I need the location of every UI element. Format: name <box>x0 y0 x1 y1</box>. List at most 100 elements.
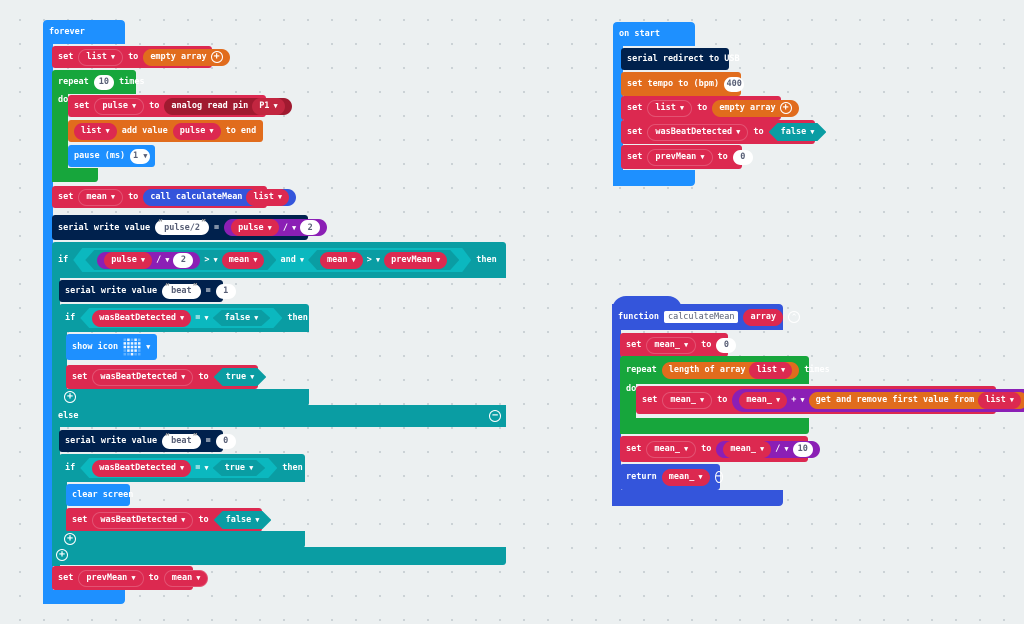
set-prevmean-block[interactable]: set prevMean▼ to mean▼ <box>52 566 209 590</box>
compare-condition-2[interactable]: mean▼ >▼ prevMean▼ <box>308 250 459 270</box>
operator-dropdown[interactable]: / <box>775 444 781 454</box>
set-wasbeatdetected-false-block[interactable]: set wasBeatDetected▼ to false▼ <box>66 508 262 532</box>
serial-write-beat-0-block[interactable]: serial write value beat = 0 <box>59 430 236 452</box>
pulse-variable[interactable]: pulse▼ <box>104 252 152 269</box>
serial-write-block[interactable]: serial write value pulse/2 = pulse▼/▼2 <box>52 215 328 240</box>
array-param[interactable]: array <box>743 308 784 326</box>
list-variable[interactable]: list▼ <box>749 361 793 379</box>
compare-operator[interactable]: > <box>366 255 372 265</box>
name-string-input[interactable]: beat <box>162 282 201 299</box>
mean_-variable[interactable]: mean_▼ <box>661 468 710 486</box>
set-wasbeatdetected-true-block[interactable]: set wasBeatDetected▼ to true▼ <box>66 365 258 389</box>
add-value-block[interactable]: list▼ add value pulse▼ to end <box>68 120 263 142</box>
mean_-dropdown[interactable]: mean_▼ <box>646 440 697 458</box>
set-mean-zero-block[interactable]: set mean_▼ to 0 <box>620 333 737 357</box>
name-string-input[interactable]: beat <box>162 432 201 449</box>
mean_-dropdown[interactable]: mean_▼ <box>662 391 713 409</box>
set-mean-add-block[interactable]: set mean_▼ to mean_▼ +▼ get and remove f… <box>636 386 1024 414</box>
and-condition[interactable]: pulse▼/▼2 >▼ mean▼ and▼ mean▼ >▼ prevMea… <box>73 248 471 272</box>
pause-value-dropdown[interactable]: 1 ▼ <box>130 148 151 164</box>
true-value[interactable]: true▼ <box>214 368 267 386</box>
compare-operator[interactable]: = <box>195 463 201 473</box>
forever-header[interactable] <box>43 20 125 44</box>
number-input[interactable]: 2 <box>173 253 193 268</box>
add-icon[interactable]: + <box>779 102 792 114</box>
list-variable-dropdown[interactable]: list▼ <box>78 48 124 66</box>
number-input[interactable]: 2 <box>300 220 321 235</box>
compare-operator[interactable]: > <box>204 255 210 265</box>
serial-write-beat-block[interactable]: serial write value beat = 1 <box>59 280 236 302</box>
serial-redirect-block[interactable]: serial redirect to USB <box>621 48 740 70</box>
remove-return-icon[interactable]: − <box>714 471 723 483</box>
set-tempo-block[interactable]: set tempo to (bpm) 400 <box>621 72 745 96</box>
repeat-count-input[interactable]: 10 <box>93 74 114 90</box>
and-operator[interactable]: and <box>280 255 296 265</box>
equals-condition[interactable]: wasBeatDetected▼ =▼ false▼ <box>80 308 282 328</box>
add-else-icon[interactable]: + <box>64 533 76 545</box>
add-elseif-icon[interactable]: + <box>56 549 68 561</box>
prevmean-dropdown[interactable]: prevMean▼ <box>78 569 144 587</box>
set-mean-divide-block[interactable]: set mean_▼ to mean_▼/▼10 <box>620 436 820 462</box>
compare-operator[interactable]: = <box>195 313 201 323</box>
pin-dropdown[interactable]: P1▼ <box>252 97 285 115</box>
divide-block[interactable]: pulse▼/▼2 <box>224 219 328 236</box>
prevmean-variable[interactable]: prevMean▼ <box>384 252 447 269</box>
wasbeatdetected-dropdown[interactable]: wasBeatDetected▼ <box>647 123 749 141</box>
compare-condition[interactable]: pulse▼/▼2 >▼ mean▼ <box>85 250 276 270</box>
value-input[interactable]: 0 <box>716 337 737 353</box>
set-wasbeatdetected-block[interactable]: set wasBeatDetected▼ to false▼ <box>621 120 815 144</box>
return-block[interactable]: return mean_▼ − <box>620 464 723 490</box>
true-value[interactable]: true▼ <box>213 460 266 476</box>
equals-condition[interactable]: wasBeatDetected▼ =▼ true▼ <box>80 458 277 478</box>
set-list-block[interactable]: set list▼ to empty array+ <box>621 96 799 120</box>
pulse-variable[interactable]: pulse▼ <box>172 122 221 140</box>
false-value[interactable]: false▼ <box>214 511 272 529</box>
mean-variable[interactable]: mean▼ <box>320 252 363 269</box>
pause-block[interactable]: pause (ms) 1 ▼ <box>68 145 155 167</box>
chevron-down-icon[interactable]: ▼ <box>146 343 151 351</box>
operator-dropdown[interactable]: / <box>156 255 162 265</box>
value-input[interactable]: 0 <box>215 433 236 449</box>
list-argument[interactable]: list▼ <box>246 188 290 206</box>
mean-variable[interactable]: mean▼ <box>163 569 209 587</box>
set-list-block[interactable]: set list▼ to empty array+ <box>52 46 230 68</box>
name-string-input[interactable]: pulse/2 <box>155 218 209 235</box>
set-prevmean-block[interactable]: set prevMean▼ to 0 <box>621 145 753 169</box>
wasbeatdetected-dropdown[interactable]: wasBeatDetected▼ <box>92 511 194 529</box>
empty-array-block[interactable]: empty array+ <box>712 99 799 117</box>
false-value[interactable]: false▼ <box>213 310 271 326</box>
divide-block[interactable]: mean_▼/▼10 <box>716 440 820 458</box>
false-value[interactable]: false▼ <box>769 123 827 141</box>
expand-icon[interactable]: ^ <box>788 311 801 323</box>
function-name-input[interactable]: calculateMean <box>663 311 739 323</box>
tempo-input[interactable]: 400 <box>724 76 745 92</box>
on-start-header[interactable] <box>613 22 695 46</box>
pulse-variable[interactable]: pulse▼ <box>231 219 279 236</box>
number-input[interactable]: 10 <box>792 441 813 457</box>
heart-icon[interactable] <box>123 338 141 356</box>
list-variable[interactable]: list▼ <box>978 391 1021 409</box>
add-icon[interactable]: + <box>210 51 223 63</box>
pulse-variable-dropdown[interactable]: pulse▼ <box>94 97 145 115</box>
add-else-icon[interactable]: + <box>64 391 76 403</box>
wasbeatdetected-dropdown[interactable]: wasBeatDetected▼ <box>92 368 194 386</box>
divide-block[interactable]: pulse▼/▼2 <box>97 252 200 269</box>
value-input[interactable]: 0 <box>732 149 753 165</box>
wasbeatdetected-variable[interactable]: wasBeatDetected▼ <box>92 460 191 477</box>
mean_-variable[interactable]: mean_▼ <box>739 391 788 409</box>
mean-variable[interactable]: mean▼ <box>222 252 265 269</box>
operator-dropdown[interactable]: + <box>791 395 797 405</box>
operator-dropdown[interactable]: / <box>282 222 289 233</box>
wasbeatdetected-variable[interactable]: wasBeatDetected▼ <box>92 310 191 327</box>
prevmean-dropdown[interactable]: prevMean▼ <box>647 148 713 166</box>
add-block[interactable]: mean_▼ +▼ get and remove first value fro… <box>732 388 1024 412</box>
list-variable-dropdown[interactable]: list▼ <box>647 99 693 117</box>
show-icon-block[interactable]: show icon ▼ <box>66 334 157 360</box>
mean-variable-dropdown[interactable]: mean▼ <box>78 188 124 206</box>
